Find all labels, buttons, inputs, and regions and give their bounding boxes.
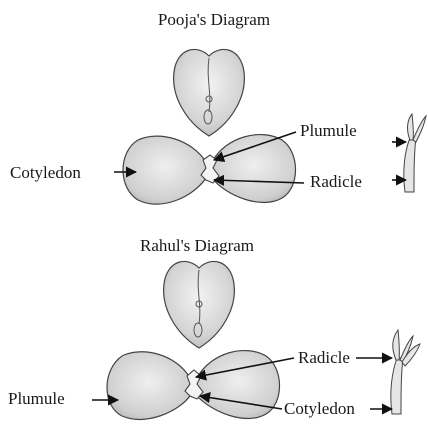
rahul-seedling	[391, 330, 420, 414]
rahul-label-right-bottom: Cotyledon	[284, 399, 355, 418]
pooja-opened-seed	[123, 135, 296, 205]
pooja-label-right-bottom: Radicle	[310, 172, 362, 191]
pooja-label-right-top: Plumule	[300, 121, 357, 140]
rahul-diagram-title: Rahul's Diagram	[140, 236, 254, 255]
rahul-opened-seed	[107, 351, 280, 420]
pooja-label-left: Cotyledon	[10, 163, 81, 182]
pooja-diagram-title: Pooja's Diagram	[158, 10, 270, 29]
rahul-whole-seed	[164, 261, 235, 348]
pooja-diagram: Pooja's Diagram Cotyledon Plumule Radicl…	[10, 10, 426, 204]
rahul-diagram: Rahul's Diagram Plumule Radicle Cotyledo…	[8, 236, 420, 419]
pooja-cotyledon-right	[212, 135, 296, 203]
rahul-label-left: Plumule	[8, 389, 65, 408]
pooja-cotyledon-left	[123, 136, 206, 204]
pooja-seedling	[404, 114, 426, 192]
rahul-label-right-top: Radicle	[298, 348, 350, 367]
pooja-whole-seed	[174, 49, 245, 136]
rahul-cotyledon-left	[107, 352, 190, 420]
rahul-cotyledon-right	[197, 351, 280, 419]
